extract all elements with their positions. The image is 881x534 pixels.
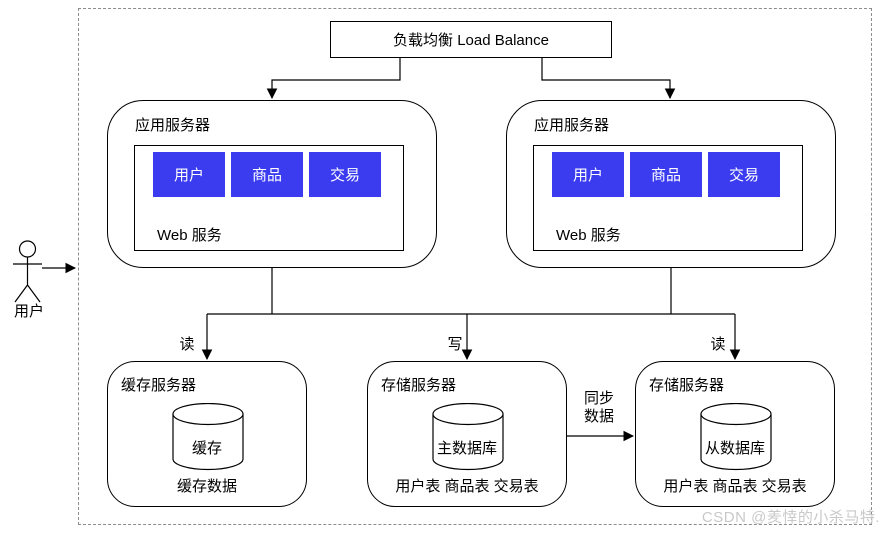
storage-slave-caption: 用户表 商品表 交易表 [663,478,807,495]
slave-db-label: 从数据库 [636,437,834,458]
storage-slave-title: 存储服务器 [649,377,725,394]
edge-label-read-right: 读 [710,336,726,353]
cache-db-label-text: 缓存 [189,440,224,457]
cache-server-title: 缓存服务器 [121,377,197,394]
system-boundary [78,8,872,525]
web-service-box-left: 用户 商品 交易 Web 服务 [134,145,404,251]
edge-label-write: 写 [447,336,463,353]
module-product: 商品 [231,152,303,197]
edge-label-sync-line1: 同步 [583,390,614,407]
module-user: 用户 [552,152,624,197]
storage-master-caption: 用户表 商品表 交易表 [395,478,539,495]
app-server-left-title: 应用服务器 [135,117,211,134]
web-service-label-left: Web 服务 [157,227,222,244]
load-balancer-label: 负载均衡 Load Balance [393,32,549,49]
edge-label-sync-line2: 数据 [583,408,614,425]
connector-lb-to-app-left [266,58,401,100]
slave-db-label-text: 从数据库 [702,440,767,457]
app-server-right-title: 应用服务器 [534,117,610,134]
cache-db-label: 缓存 [108,437,306,458]
storage-master-title: 存储服务器 [381,377,457,394]
web-service-box-right: 用户 商品 交易 Web 服务 [533,145,803,251]
user-actor-label: 用户 [13,303,44,320]
web-service-label-right: Web 服务 [556,227,621,244]
connector-lb-to-app-right [541,58,676,100]
edge-label-read-left: 读 [179,336,195,353]
cache-server: 缓存服务器 缓存 缓存数据 [107,361,307,507]
module-product: 商品 [630,152,702,197]
edge-label-sync-data: 同步 数据 [575,390,623,426]
storage-server-master: 存储服务器 主数据库 用户表 商品表 交易表 [367,361,567,507]
user-actor-icon [13,240,42,303]
app-server-left: 应用服务器 用户 商品 交易 Web 服务 [107,100,437,268]
watermark-text: CSDN @羑悻的小杀马特. [701,509,880,526]
master-db-label-text: 主数据库 [434,440,499,457]
app-server-right: 应用服务器 用户 商品 交易 Web 服务 [506,100,836,268]
module-trade: 交易 [309,152,381,197]
master-db-label: 主数据库 [368,437,566,458]
module-user: 用户 [153,152,225,197]
cache-server-caption: 缓存数据 [176,478,237,495]
storage-server-slave: 存储服务器 从数据库 用户表 商品表 交易表 [635,361,835,507]
module-trade: 交易 [708,152,780,197]
load-balancer-box: 负载均衡 Load Balance [330,21,612,58]
